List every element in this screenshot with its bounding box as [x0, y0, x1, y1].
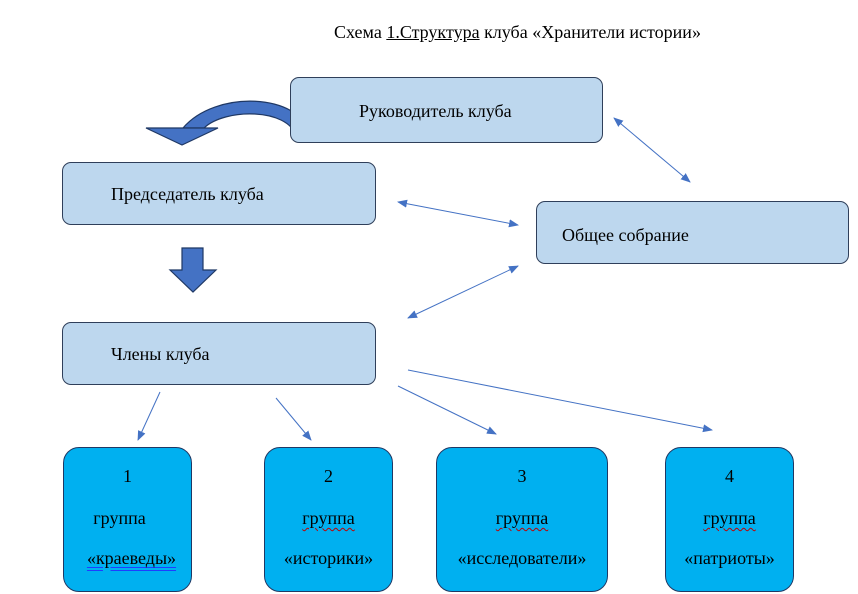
group-box-3: 3 группа «исследователи»: [436, 447, 608, 592]
group-2-name: «историки»: [283, 548, 374, 568]
group-box-4: 4 группа «патриоты»: [665, 447, 794, 592]
arrow-to-group-1: [137, 391, 161, 441]
group-1-word: группа: [93, 508, 146, 528]
arrow-leader-assembly: [613, 117, 691, 183]
group-3-name: «исследователи»: [457, 548, 587, 568]
group-1-number: 1: [123, 466, 132, 486]
group-2-word-text: группа: [302, 508, 355, 528]
node-leader: Руководитель клуба: [290, 77, 603, 143]
node-chairman-label: Председатель клуба: [111, 184, 264, 204]
group-2-word: группа: [265, 508, 392, 529]
node-chairman: Председатель клуба: [62, 162, 376, 225]
arrow-to-group-2: [275, 397, 312, 441]
node-members-label: Члены клуба: [111, 344, 210, 364]
arrow-to-group-3: [397, 385, 497, 435]
group-1-name: «краеведы»: [72, 548, 191, 569]
group-box-1: 1 группа «краеведы»: [63, 447, 192, 592]
arrow-to-group-4: [407, 369, 713, 433]
group-4-word-text: группа: [703, 508, 756, 528]
arrow-chairman-assembly: [397, 199, 519, 228]
node-assembly-label: Общее собрание: [562, 225, 689, 245]
group-2-number: 2: [324, 466, 333, 486]
node-leader-label: Руководитель клуба: [359, 101, 512, 121]
group-3-word-text: группа: [495, 508, 549, 528]
group-1-name-text: «краеведы»: [86, 548, 177, 568]
group-4-name: «патриоты»: [684, 548, 775, 568]
group-4-word: группа: [666, 508, 793, 529]
down-block-arrow: [168, 247, 218, 293]
group-4-number: 4: [725, 466, 734, 486]
title-prefix: Схема: [334, 22, 387, 42]
curved-arrow-head: [145, 127, 219, 146]
arrow-assembly-members: [407, 265, 519, 319]
group-box-2: 2 группа «историки»: [264, 447, 393, 592]
group-3-number: 3: [517, 466, 527, 486]
diagram-title: Схема 1.Структура клуба «Хранители истор…: [334, 22, 701, 43]
node-members: Члены клуба: [62, 322, 376, 385]
group-3-word: группа: [437, 508, 607, 529]
title-underlined: 1.Структура: [386, 22, 480, 42]
title-suffix: клуба «Хранители истории»: [479, 22, 701, 42]
node-assembly: Общее собрание: [536, 201, 849, 264]
